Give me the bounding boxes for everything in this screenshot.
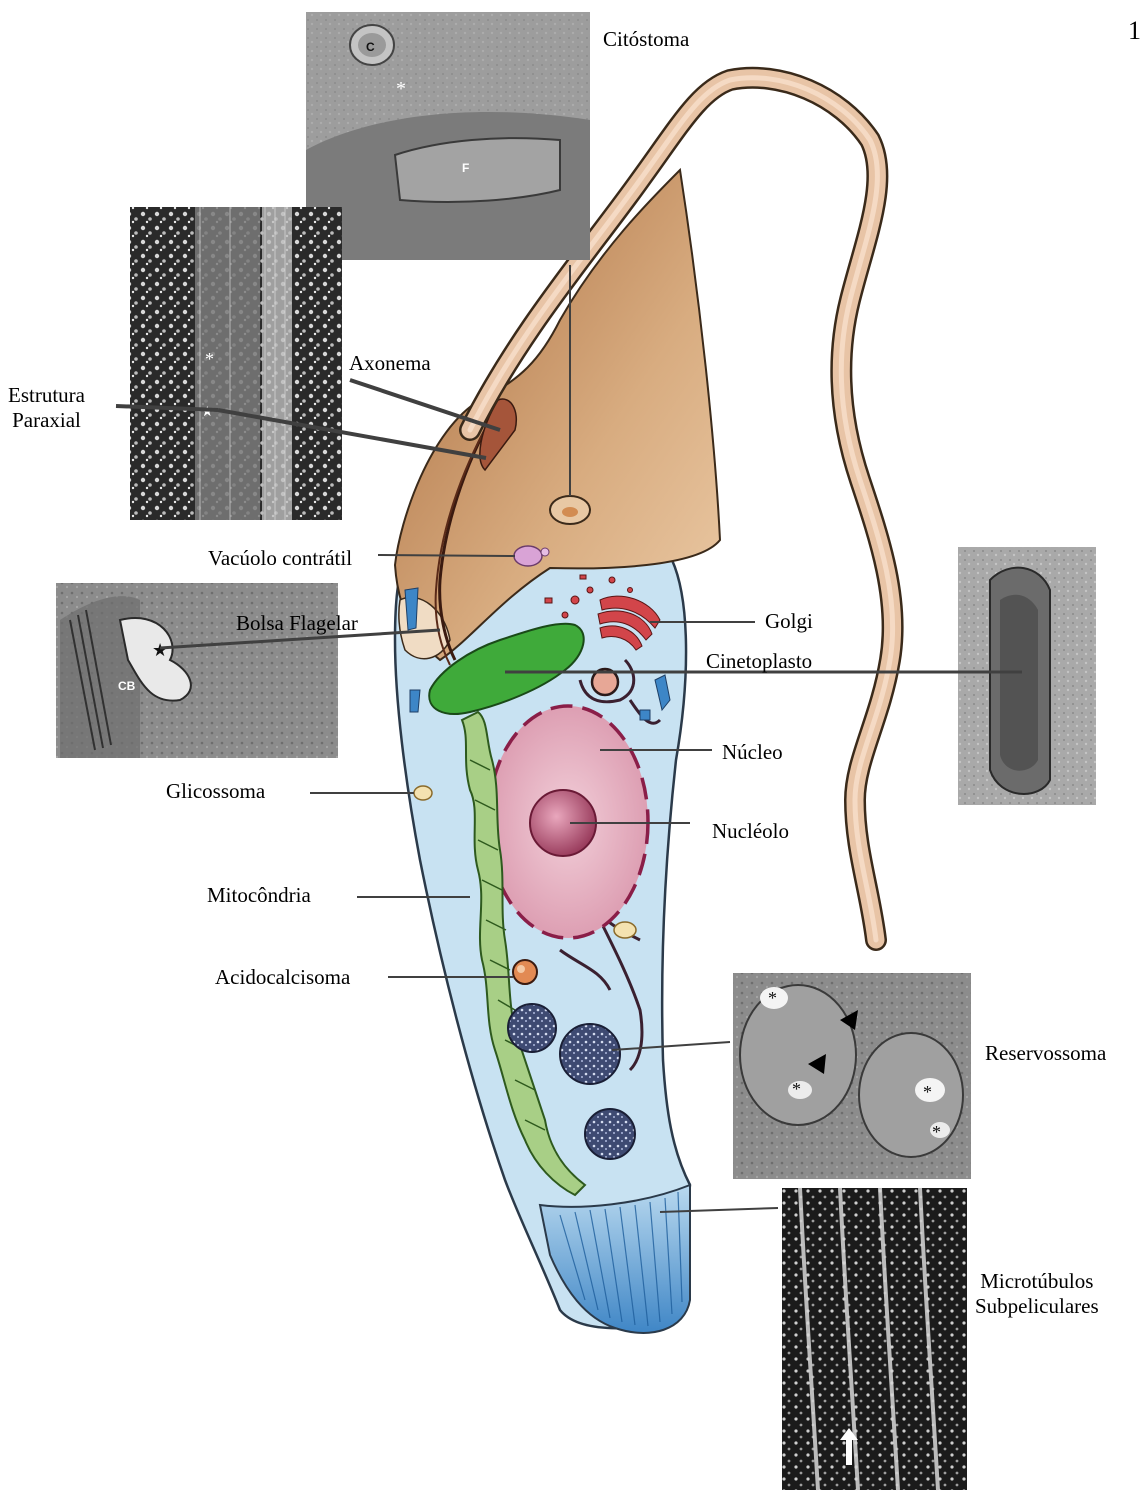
label-nucleolo: Nucléolo <box>712 819 789 844</box>
label-acidocalcisoma: Acidocalcisoma <box>215 965 350 990</box>
label-reservossoma: Reservossoma <box>985 1041 1106 1066</box>
cytostome-center <box>562 507 578 517</box>
acidocalcisome <box>513 960 537 984</box>
pocket-mark-cb: CB <box>118 679 136 693</box>
axoneme-mark-star: ★ <box>201 405 214 420</box>
label-golgi: Golgi <box>765 609 813 634</box>
label-vacuolo-contratil: Vacúolo contrátil <box>208 546 352 571</box>
glycosome <box>614 922 636 938</box>
cytostome-mark-c: C <box>366 40 375 54</box>
leader-vacuolo <box>378 555 515 556</box>
micrograph-axoneme: * ★ <box>130 207 342 520</box>
pocket-mark-star: ★ <box>152 640 168 660</box>
reservosome <box>560 1024 620 1084</box>
label-axonema: Axonema <box>349 351 431 376</box>
glycosome <box>414 786 432 800</box>
vacuole-vesicle <box>541 548 549 556</box>
micrograph-cytostome: C * F <box>306 12 590 260</box>
acidocalcisome-core <box>517 965 525 973</box>
label-cinetoplasto: Cinetoplasto <box>706 649 812 674</box>
label-estrutura-paraxial: Estrutura Paraxial <box>8 383 85 433</box>
micrograph-microtubules <box>782 1188 967 1490</box>
cell-body <box>395 170 720 1333</box>
micrograph-reservosome: * * * * <box>733 973 971 1179</box>
label-citostoma: Citóstoma <box>603 27 689 52</box>
contractile-vacuole <box>514 546 542 566</box>
reservosome-mark-asterisk: * <box>932 1122 941 1142</box>
label-nucleo: Núcleo <box>722 740 783 765</box>
reservosome <box>585 1109 635 1159</box>
axoneme-mark-asterisk: * <box>205 349 214 369</box>
reservosome-mark-asterisk: * <box>923 1082 932 1102</box>
label-glicossoma: Glicossoma <box>166 779 265 804</box>
reservosome-mark-asterisk: * <box>768 988 777 1008</box>
cytostome-mark-asterisk: * <box>396 78 406 100</box>
micrograph-kinetoplast <box>958 547 1096 805</box>
label-mitocondria: Mitocôndria <box>207 883 311 908</box>
micrograph-flagellar-pocket: ★ CB <box>56 583 338 758</box>
label-bolsa-flagelar: Bolsa Flagelar <box>236 611 358 636</box>
page-number: 1 <box>1128 18 1141 43</box>
reservosome <box>508 1004 556 1052</box>
reservosome-mark-asterisk: * <box>792 1079 801 1099</box>
cytostome-mark-f: F <box>462 161 469 175</box>
label-microtubulos-subpeliculares: Microtúbulos Subpeliculares <box>975 1269 1099 1319</box>
